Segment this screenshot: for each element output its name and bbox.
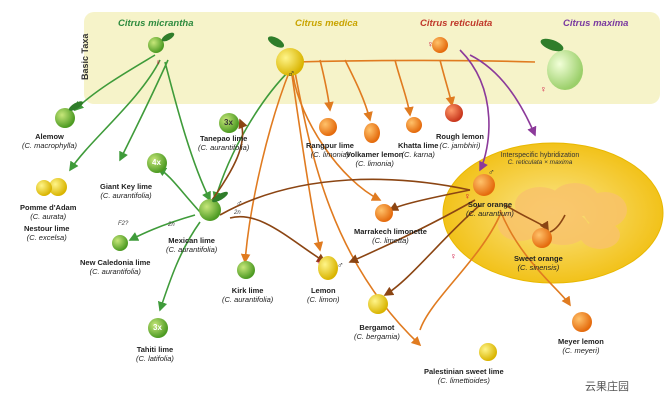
node-name: New Caledonia lime bbox=[80, 258, 151, 267]
node-volkamer-lemon: Volkamer lemon(C. limonia) bbox=[346, 150, 403, 168]
fruit-icons bbox=[36, 37, 592, 361]
node-name: Rough lemon bbox=[436, 132, 484, 141]
taxon-medica: Citrus medica bbox=[295, 18, 358, 29]
basic-taxa-title: Basic Taxa bbox=[80, 33, 90, 80]
node-sci: (C. limettioides) bbox=[437, 376, 490, 385]
node-sci: (C. aurantifolia) bbox=[198, 143, 250, 152]
node-rough-lemon: Rough lemon(C. jambhiri) bbox=[436, 132, 484, 150]
node-name: Tahiti lime bbox=[136, 345, 174, 354]
node-sci: (C. aurantium) bbox=[466, 209, 514, 218]
node-name: Pomme d'Adam bbox=[20, 203, 77, 212]
node-sci: (C. excelsa) bbox=[26, 233, 67, 242]
node-sci: (C. aurata) bbox=[30, 212, 67, 221]
node-kirk-lime: Kirk lime(C. aurantifolia) bbox=[222, 286, 273, 304]
node-pomme-dadam: Pomme d'Adam(C. aurata) bbox=[20, 203, 76, 221]
node-sci: (C. aurantifolia) bbox=[100, 191, 152, 200]
node-sci: (C. latifolia) bbox=[136, 354, 174, 363]
node-sci: (C. aurantifolia) bbox=[222, 295, 274, 304]
node-name: Sour orange bbox=[467, 200, 513, 209]
node-lemon: Lemon(C. limon) bbox=[307, 286, 340, 304]
f2-label: F2? bbox=[118, 221, 129, 227]
female-symbol: ♀ bbox=[540, 84, 547, 94]
node-alemow: Alemow(C. macrophylla) bbox=[22, 132, 77, 150]
male-symbol: ♂ bbox=[287, 68, 296, 80]
node-tanepao-lime: Tanepao lime(C. aurantifolia) bbox=[198, 134, 249, 152]
node-sci: (C. limonia) bbox=[310, 150, 350, 159]
node-name: Rangpur lime bbox=[306, 141, 354, 150]
hybrid-zone-title: Interspecific hybridization bbox=[500, 152, 580, 159]
node-name: Giant Key lime bbox=[100, 182, 153, 191]
ploidy-2n-label: 2n bbox=[234, 210, 241, 216]
node-sci: (C. sinensis) bbox=[517, 263, 560, 272]
node-name: Palestinian sweet lime bbox=[424, 367, 504, 376]
leaf-icons bbox=[68, 32, 564, 203]
basic-taxa-band bbox=[84, 12, 660, 104]
node-palestinian-sweet-lime: Palestinian sweet lime(C. limettioides) bbox=[424, 367, 504, 385]
node-sci: (C. aurantifolia) bbox=[89, 267, 141, 276]
node-name: Meyer lemon bbox=[558, 337, 604, 346]
female-symbol: ♀ bbox=[464, 191, 471, 201]
node-sci: (C. limon) bbox=[307, 295, 340, 304]
ploidy-badge-tanepao: 3x bbox=[224, 118, 233, 127]
node-name: Khatta lime bbox=[398, 141, 439, 150]
node-bergamot: Bergamot(C. bergamia) bbox=[354, 323, 400, 341]
male-symbol: ♂ bbox=[236, 198, 243, 208]
male-symbol: ♂ bbox=[488, 167, 495, 177]
node-name: Lemon bbox=[310, 286, 336, 295]
node-sweet-orange: Sweet orange(C. sinensis) bbox=[514, 254, 563, 272]
female-symbol: ♀ bbox=[450, 251, 457, 261]
node-meyer-lemon: Meyer lemon(C. meyeri) bbox=[558, 337, 604, 355]
node-sci: (C. aurantifolia) bbox=[166, 245, 218, 254]
node-new-caledonia-lime: New Caledonia lime(C. aurantifolia) bbox=[80, 258, 150, 276]
node-name: Marrakech limonette bbox=[354, 227, 427, 236]
node-sour-orange: Sour orange(C. aurantium) bbox=[466, 200, 514, 218]
node-name: Tanepao lime bbox=[199, 134, 248, 143]
node-sci: (C. macrophylla) bbox=[22, 141, 78, 150]
node-sci: (C. karna) bbox=[401, 150, 435, 159]
node-mexican-lime: Mexican lime(C. aurantifolia) bbox=[166, 236, 217, 254]
node-rangpur-lime: Rangpur lime(C. limonia) bbox=[306, 141, 354, 159]
female-symbol: ♀ bbox=[155, 58, 161, 67]
node-sci: (C. bergamia) bbox=[354, 332, 400, 341]
node-name: Bergamot bbox=[359, 323, 395, 332]
taxon-maxima: Citrus maxima bbox=[563, 18, 629, 29]
connection-lines bbox=[69, 49, 571, 347]
male-symbol: ♂ bbox=[337, 260, 344, 270]
node-sci: (C. jambhiri) bbox=[439, 141, 481, 150]
hybrid-zone-label: Interspecific hybridization C. reticulat… bbox=[480, 152, 600, 166]
ploidy-badge-giantkey: 4x bbox=[152, 158, 161, 167]
node-nestour: Nestour lime(C. excelsa) bbox=[24, 224, 69, 242]
hybrid-zone-subtitle: C. reticulata × maxima bbox=[507, 159, 573, 166]
female-symbol: ♀ bbox=[315, 256, 322, 266]
node-marrakech-limonette: Marrakech limonette(C. limetta) bbox=[354, 227, 427, 245]
node-name: Sweet orange bbox=[514, 254, 563, 263]
ploidy-badge-tahiti: 3x bbox=[153, 323, 162, 332]
node-name: Volkamer lemon bbox=[346, 150, 404, 159]
ploidy-2n-label: 2n bbox=[168, 222, 175, 228]
female-symbol: ♀ bbox=[427, 39, 434, 49]
node-name: Nestour lime bbox=[24, 224, 70, 233]
node-sci: (C. limonia) bbox=[355, 159, 394, 168]
watermark-text: 云果庄园 bbox=[585, 381, 629, 393]
node-name: Alemow bbox=[35, 132, 64, 141]
taxon-micrantha: Citrus micrantha bbox=[118, 18, 194, 29]
node-sci: (C. limetta) bbox=[372, 236, 409, 245]
node-khatta-lime: Khatta lime(C. karna) bbox=[398, 141, 438, 159]
node-name: Kirk lime bbox=[231, 286, 264, 295]
node-sci: (C. meyeri) bbox=[562, 346, 600, 355]
taxon-reticulata: Citrus reticulata bbox=[420, 18, 493, 29]
node-name: Mexican lime bbox=[168, 236, 215, 245]
node-tahiti-lime: Tahiti lime(C. latifolia) bbox=[136, 345, 174, 363]
node-giant-key-lime: Giant Key lime(C. aurantifolia) bbox=[100, 182, 152, 200]
